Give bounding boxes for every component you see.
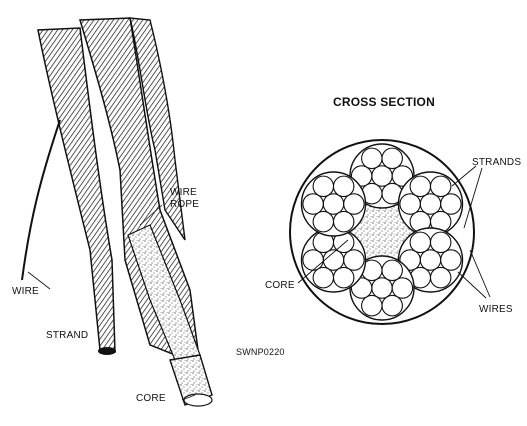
wire — [371, 277, 393, 299]
strand — [397, 171, 464, 237]
strand — [300, 171, 367, 237]
cross-section-strands — [300, 143, 464, 321]
wire — [440, 249, 462, 271]
wire — [312, 175, 335, 198]
wire — [361, 294, 383, 317]
wire — [429, 266, 452, 289]
label-cs-core: CORE — [265, 280, 295, 291]
label-core: CORE — [136, 393, 166, 404]
wire — [409, 231, 432, 254]
wire — [322, 193, 345, 215]
wire — [332, 175, 355, 198]
rope-outer-strand — [129, 17, 186, 241]
strand-end — [98, 347, 116, 355]
wire — [302, 193, 324, 215]
wire — [371, 165, 393, 187]
leader-cs-core — [297, 239, 349, 284]
wire — [361, 147, 383, 170]
core-end-cap — [183, 393, 213, 407]
wire — [302, 249, 324, 271]
wire — [381, 147, 403, 170]
label-strand: STRAND — [46, 330, 89, 341]
wire — [429, 175, 452, 198]
leader-wire-rope — [139, 204, 163, 226]
wire — [332, 210, 355, 233]
label-cs-wires: WIRES — [479, 304, 513, 315]
wire — [381, 294, 403, 317]
leader-wires-a — [457, 271, 487, 299]
cross-section-illustration — [289, 139, 491, 325]
core-tip — [169, 354, 213, 406]
wire-rope-illustration — [21, 17, 213, 407]
wire — [419, 249, 442, 271]
label-wire: WIRE — [12, 286, 39, 297]
wire — [391, 277, 414, 299]
wire — [409, 175, 432, 198]
figure-code: SWNP0220 — [236, 347, 285, 357]
wire — [343, 249, 365, 271]
loose-wire — [21, 119, 61, 281]
wire — [429, 231, 452, 254]
wire — [312, 266, 335, 289]
leader-strands-a — [451, 165, 477, 187]
leader-core — [181, 394, 196, 401]
wire — [419, 193, 442, 215]
cross-section-title: CROSS SECTION — [333, 95, 435, 109]
wire — [332, 266, 355, 289]
wire — [399, 193, 421, 215]
wire — [312, 210, 335, 233]
label-wire-rope-line2: ROPE — [170, 199, 200, 210]
leader-wires-b — [469, 249, 491, 298]
label-wire-rope-line1: WIRE — [170, 187, 197, 198]
leader-strands-b — [463, 167, 483, 229]
wire — [343, 193, 365, 215]
strand — [349, 255, 415, 321]
label-cs-strands: STRANDS — [472, 157, 522, 168]
wire — [440, 193, 462, 215]
strand — [300, 227, 367, 293]
leader-wire — [27, 271, 51, 290]
wire — [381, 259, 403, 282]
